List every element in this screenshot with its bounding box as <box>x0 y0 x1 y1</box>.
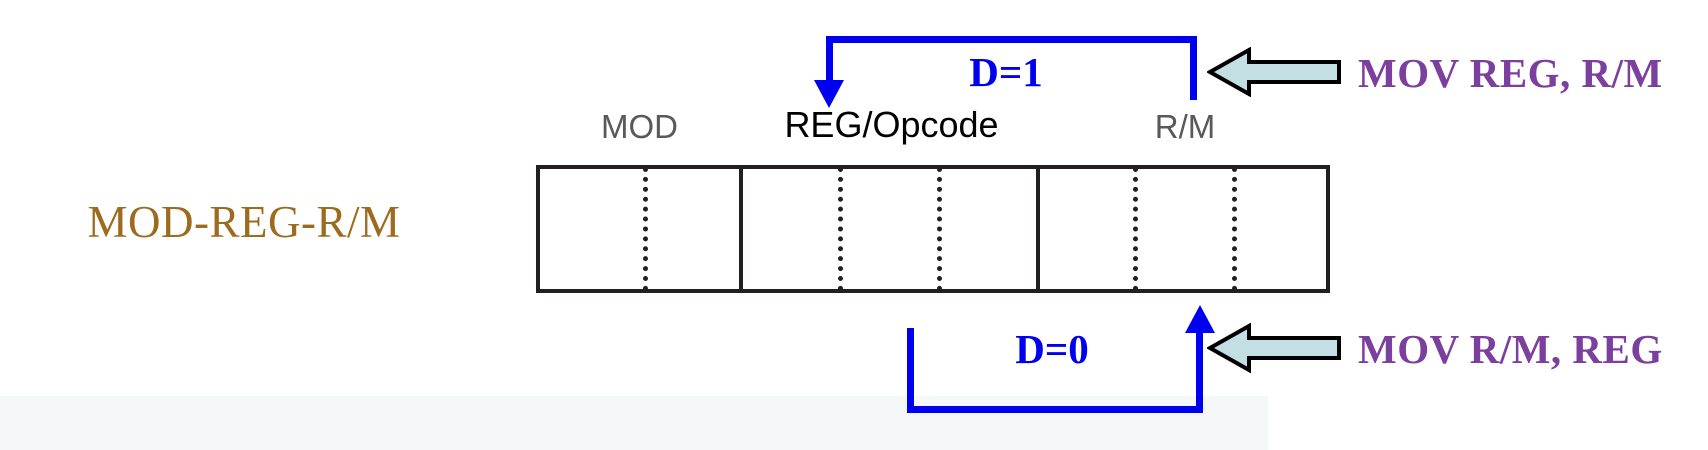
bit-divider <box>838 167 843 291</box>
background-band <box>0 396 1268 450</box>
page-title: MOD-REG-R/M <box>87 197 401 247</box>
bracket-bottom-horizontal <box>907 406 1203 413</box>
bracket-top-horizontal <box>826 36 1197 43</box>
direction-bit-label-top: D=1 <box>969 49 1043 95</box>
bracket-bottom-left-stem <box>907 328 914 409</box>
field-group-mod <box>536 165 743 293</box>
arrowhead-up-icon <box>1185 305 1215 333</box>
bracket-top-left-stem <box>826 36 833 86</box>
field-label-rm: R/M <box>1154 108 1216 145</box>
modrm-byte-box <box>536 165 1330 293</box>
arrowhead-down-icon <box>814 80 844 108</box>
bracket-bottom-right-stem <box>1196 330 1203 409</box>
bit-divider <box>1133 167 1138 291</box>
instruction-label-mov-reg-rm: MOV REG, R/M <box>1358 50 1663 96</box>
field-group-rm <box>1036 165 1330 293</box>
field-label-reg-opcode: REG/Opcode <box>784 104 999 145</box>
direction-bit-label-bottom: D=0 <box>1015 326 1089 372</box>
field-group-reg <box>739 165 1040 293</box>
left-block-arrow-icon-top <box>1207 47 1341 97</box>
bit-divider <box>1232 167 1237 291</box>
left-block-arrow-icon-bottom <box>1207 323 1341 373</box>
instruction-label-mov-rm-reg: MOV R/M, REG <box>1358 326 1663 372</box>
field-label-mod: MOD <box>601 108 678 145</box>
bracket-top-right-stem <box>1190 36 1197 100</box>
bit-divider <box>643 167 648 291</box>
bit-divider <box>937 167 942 291</box>
